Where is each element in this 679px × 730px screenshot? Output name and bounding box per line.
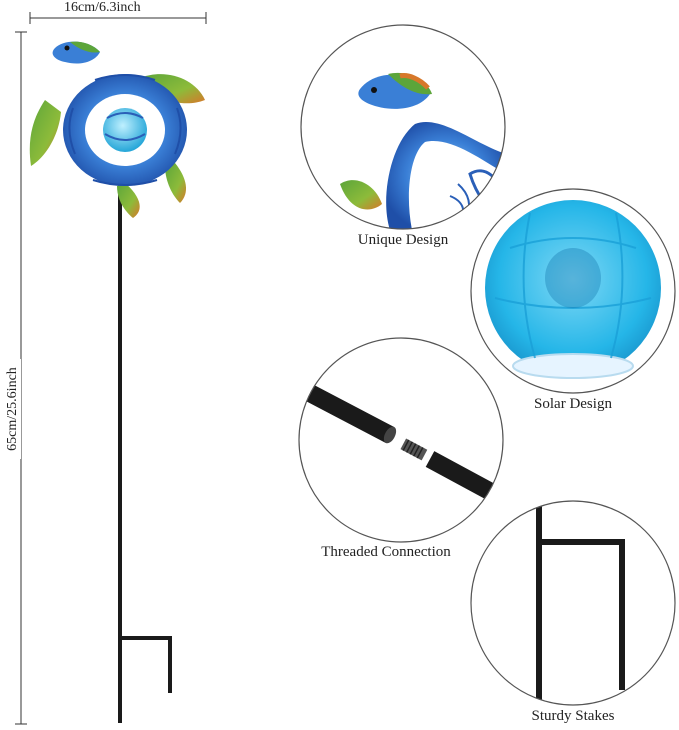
caption-unique-design: Unique Design	[357, 232, 449, 248]
width-dimension: 16cm/6.3inch	[28, 0, 208, 26]
caption-solar-design: Solar Design	[534, 396, 612, 412]
height-dimension	[10, 30, 32, 728]
feature-solar-design: Solar Design	[470, 188, 678, 418]
sturdy-stakes-circle	[470, 500, 676, 706]
feature-threaded-connection: Threaded Connection	[298, 337, 504, 567]
feature-unique-design: Unique Design	[300, 24, 506, 254]
caption-threaded-connection: Threaded Connection	[321, 544, 451, 560]
height-dimension-line	[15, 31, 27, 725]
unique-design-circle	[300, 24, 506, 230]
width-dimension-line	[29, 12, 207, 24]
height-label: 65cm/25.6inch	[5, 359, 21, 459]
width-label: 16cm/6.3inch	[64, 0, 141, 15]
feature-sturdy-stakes: Sturdy Stakes	[470, 500, 676, 730]
turtle-stake-illustration	[29, 41, 205, 723]
product-turtle-stake	[25, 38, 215, 728]
solar-design-circle	[470, 188, 676, 394]
threaded-connection-circle	[298, 337, 504, 543]
caption-sturdy-stakes: Sturdy Stakes	[531, 708, 615, 724]
